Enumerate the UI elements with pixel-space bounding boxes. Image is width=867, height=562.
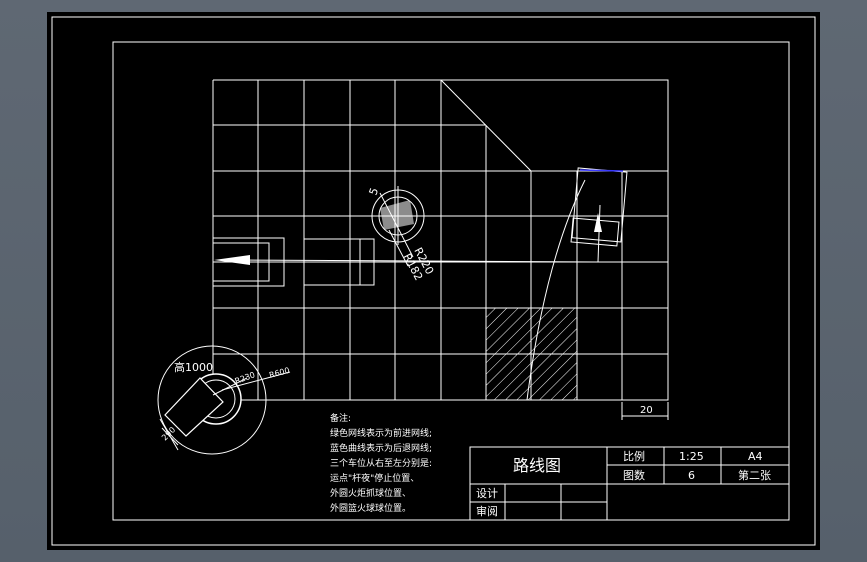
dim-high1000: 高1000 — [174, 360, 213, 374]
dimension-20: 20 — [621, 402, 669, 420]
note-line-6: 外圆篮火球球位置。 — [330, 502, 411, 514]
review-label: 审阅 — [476, 504, 498, 518]
scale-label: 比例 — [623, 449, 645, 463]
note-line-3: 三个车位从右至左分别是: — [330, 457, 432, 469]
title-block: 路线图 比例 1:25 A4 图数 6 第二张 设计 审阅 — [469, 446, 790, 521]
notes-block: 备注: 绿色网线表示为前进网线; 蓝色曲线表示为后退网线; 三个车位从右至左分别… — [330, 412, 432, 514]
middle-vehicle — [303, 238, 375, 286]
blue-edge — [579, 169, 624, 172]
count-label: 图数 — [623, 469, 645, 482]
right-vehicle — [570, 167, 628, 263]
paper-size: A4 — [748, 450, 763, 463]
scale-value: 1:25 — [679, 450, 704, 463]
note-line-2: 蓝色曲线表示为后退网线; — [330, 442, 432, 454]
dim-r5: 5 — [367, 186, 382, 197]
hatched-zone — [485, 307, 578, 401]
note-line-1: 绿色网线表示为前进网线; — [330, 427, 432, 439]
dim-20-label: 20 — [640, 405, 653, 416]
sheet-label: 第二张 — [738, 468, 771, 482]
curved-path — [526, 179, 586, 401]
drawing-title: 路线图 — [513, 456, 561, 475]
design-label: 设计 — [476, 487, 498, 500]
count-value: 6 — [688, 469, 695, 482]
note-line-4: 运点"杆夜"停止位置、 — [330, 472, 419, 484]
route-line — [239, 259, 599, 263]
drawing-sheet — [47, 12, 820, 550]
notes-title: 备注: — [330, 412, 351, 424]
bottom-left-target: 高1000 R230 R600 290 — [157, 345, 291, 455]
note-line-5: 外圆火炬抓球位置、 — [330, 487, 411, 499]
left-vehicle — [212, 237, 285, 287]
outer-frame — [51, 16, 816, 546]
arrow-left-icon — [214, 255, 250, 265]
inner-frame — [112, 41, 790, 521]
